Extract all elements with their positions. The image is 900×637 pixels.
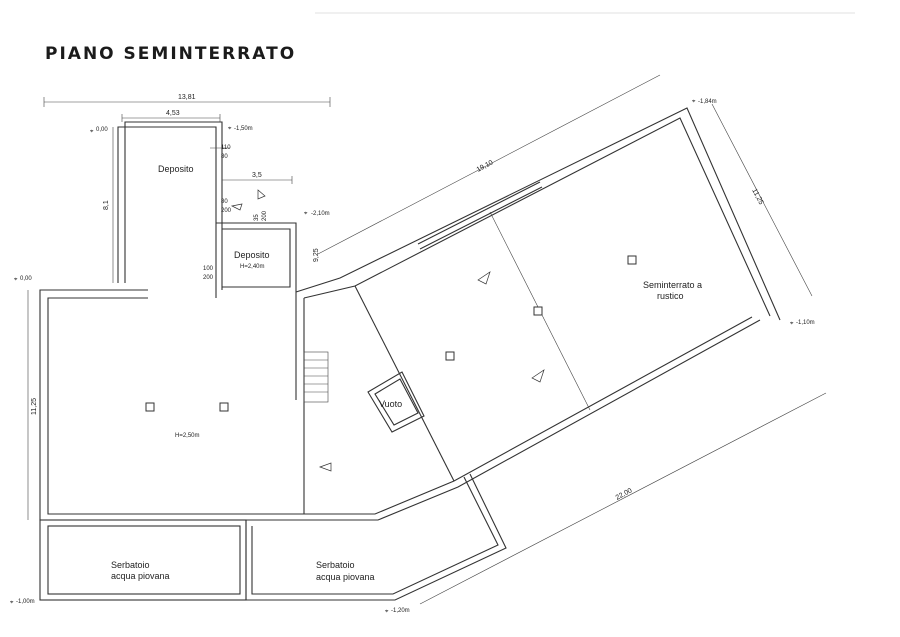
svg-text:-1,20m: -1,20m xyxy=(391,608,410,614)
svg-text:⌖: ⌖ xyxy=(790,321,794,327)
svg-text:-2,10m: -2,10m xyxy=(311,211,330,217)
small-deposito-walls xyxy=(216,222,297,292)
svg-text:0,00: 0,00 xyxy=(20,276,32,282)
svg-text:8,1: 8,1 xyxy=(103,200,110,210)
door-marker-3: 35 200 xyxy=(254,210,268,221)
level-marker: ⌖ -1,84m xyxy=(692,99,717,105)
svg-text:⌖: ⌖ xyxy=(10,600,14,606)
svg-text:11,25: 11,25 xyxy=(750,188,764,206)
column-marker xyxy=(533,306,543,316)
dimension-corridor: 3,5 xyxy=(222,172,293,184)
svg-text:⌖: ⌖ xyxy=(14,277,18,283)
column-marker xyxy=(627,255,637,265)
level-marker: ⌖ 0,00 xyxy=(14,276,32,283)
serbatoio-right-label-1: Serbatoio xyxy=(316,560,355,570)
level-marker: ⌖ -1,00m xyxy=(10,599,35,606)
column-marker xyxy=(145,402,155,412)
svg-text:22,00: 22,00 xyxy=(615,487,634,501)
column-marker xyxy=(219,402,229,412)
svg-text:80: 80 xyxy=(221,154,228,160)
svg-text:-1,84m: -1,84m xyxy=(698,99,717,105)
dimension-right-length: 19,10 xyxy=(317,74,661,255)
svg-text:200: 200 xyxy=(221,208,232,214)
svg-text:200: 200 xyxy=(203,275,214,281)
small-deposito-label: Deposito xyxy=(234,250,270,260)
deposito-label: Deposito xyxy=(158,164,194,174)
dimension-overall-width: 13,81 xyxy=(43,94,331,107)
arrow-marker xyxy=(477,271,491,285)
door-marker-2: 80 200 xyxy=(221,199,232,214)
vuoto-label: Vuoto xyxy=(379,399,402,409)
svg-text:-1,10m: -1,10m xyxy=(796,320,815,326)
svg-text:⌖: ⌖ xyxy=(228,126,232,132)
dimension-main-depth: 11,25 xyxy=(27,290,38,520)
column-marker xyxy=(445,351,455,361)
arrow-marker xyxy=(531,369,545,383)
svg-text:35: 35 xyxy=(254,214,260,221)
svg-text:⌖: ⌖ xyxy=(692,99,696,105)
svg-text:⌖: ⌖ xyxy=(304,211,308,217)
serbatoio-right-label-2: acqua piovana xyxy=(316,572,375,582)
plan-title: PIANO SEMINTERRATO xyxy=(45,44,296,64)
serbatoio-left-label-1: Serbatoio xyxy=(111,560,150,570)
level-marker: ⌖ -1,50m xyxy=(228,126,253,132)
svg-text:-1,00m: -1,00m xyxy=(16,599,35,605)
svg-text:110: 110 xyxy=(221,145,231,151)
svg-text:⌖: ⌖ xyxy=(90,129,94,135)
deposito-room-walls xyxy=(117,121,223,290)
serbatoio-left-label-2: acqua piovana xyxy=(111,571,170,581)
north-arrow-a xyxy=(257,189,266,200)
svg-text:-1,50m: -1,50m xyxy=(234,126,253,132)
svg-text:4,53: 4,53 xyxy=(166,110,180,117)
door-marker-1: 110 80 xyxy=(210,145,231,160)
svg-text:⌖: ⌖ xyxy=(385,609,389,615)
level-marker: ⌖ -2,10m xyxy=(304,211,330,217)
svg-text:11,25: 11,25 xyxy=(31,398,38,415)
dimension-bottom-length: 22,00 xyxy=(419,392,827,605)
svg-text:9,25: 9,25 xyxy=(313,248,320,262)
main-room-height: H=2,50m xyxy=(175,433,200,439)
svg-text:0,00: 0,00 xyxy=(96,127,108,133)
svg-text:100: 100 xyxy=(203,266,214,272)
level-marker: ⌖ -1,20m xyxy=(385,608,410,615)
level-marker: ⌖ 0,00 xyxy=(90,127,108,135)
seminterrato-walls xyxy=(295,107,781,482)
door-marker-4: 100 200 xyxy=(203,266,214,281)
level-marker: ⌖ -1,10m xyxy=(790,320,815,327)
svg-text:13,81: 13,81 xyxy=(178,94,196,101)
stairs xyxy=(303,351,329,403)
svg-text:3,5: 3,5 xyxy=(252,172,262,179)
svg-text:80: 80 xyxy=(221,199,228,205)
window-band xyxy=(419,186,543,250)
seminterrato-label-2: rustico xyxy=(657,291,684,301)
small-deposito-height: H=2,40m xyxy=(240,264,265,270)
dimension-diag-short: 9,25 xyxy=(313,248,320,262)
svg-text:200: 200 xyxy=(262,210,268,221)
window-band xyxy=(417,181,541,245)
dimension-deposito-depth: 8,1 xyxy=(103,127,114,283)
dimension-deposito-width: 4,53 xyxy=(121,110,221,122)
svg-text:19,10: 19,10 xyxy=(476,159,495,173)
serbatoio-right-walls xyxy=(245,473,507,601)
north-arrow-b xyxy=(230,203,243,211)
arrow-marker xyxy=(318,462,332,472)
seminterrato-label-1: Seminterrato a xyxy=(643,280,702,290)
vuoto-walls xyxy=(367,371,425,433)
